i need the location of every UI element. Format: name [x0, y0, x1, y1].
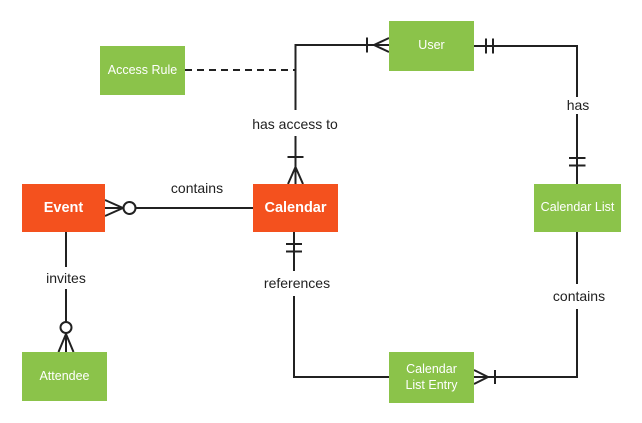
crow-foot-many-icon [287, 166, 304, 185]
relationship-label-contains: contains [167, 180, 227, 196]
entity-label: Event [43, 199, 84, 216]
relationship-label-references: references [260, 275, 334, 291]
one-and-only-one-ticks-icon [286, 243, 302, 253]
connector-calendar-list-entry [473, 232, 578, 385]
entity-label: Attendee [39, 368, 90, 383]
entity-label: Calendar List Entry [405, 361, 458, 392]
relationship-label-contains-right: contains [549, 288, 609, 304]
one-and-only-one-ticks-icon [569, 157, 586, 167]
crow-foot-many-icon [57, 333, 75, 353]
entity-calendar: Calendar [253, 184, 338, 232]
entity-access-rule: Access Rule [100, 46, 185, 95]
optional-circle-icon [122, 201, 137, 215]
entity-label: Calendar List [540, 200, 615, 215]
crow-foot-many-icon [473, 369, 489, 385]
connector-event-calendar [104, 199, 253, 217]
entity-label: User [418, 38, 445, 53]
connector-calendar-calendar-list-entry [286, 232, 389, 378]
entity-calendar-list: Calendar List [534, 184, 621, 232]
entity-attendee: Attendee [22, 352, 107, 401]
optional-circle-icon [59, 321, 73, 334]
connector-user-calendar-list [474, 38, 586, 184]
crow-foot-many-icon [104, 199, 124, 217]
entity-calendar-list-entry: Calendar List Entry [389, 352, 474, 403]
one-and-only-one-ticks-icon [485, 38, 494, 54]
connector-event-attendee [57, 232, 75, 353]
connector-calendar-user [287, 37, 390, 185]
relationship-label-has-access-to: has access to [249, 116, 341, 132]
relationship-label-has: has [563, 97, 593, 113]
relationship-label-invites: invites [43, 270, 89, 286]
entity-user: User [389, 21, 474, 71]
entity-label: Calendar [264, 199, 327, 216]
entity-event: Event [22, 184, 105, 232]
crow-foot-many-icon [373, 37, 390, 53]
entity-label: Access Rule [107, 62, 178, 77]
